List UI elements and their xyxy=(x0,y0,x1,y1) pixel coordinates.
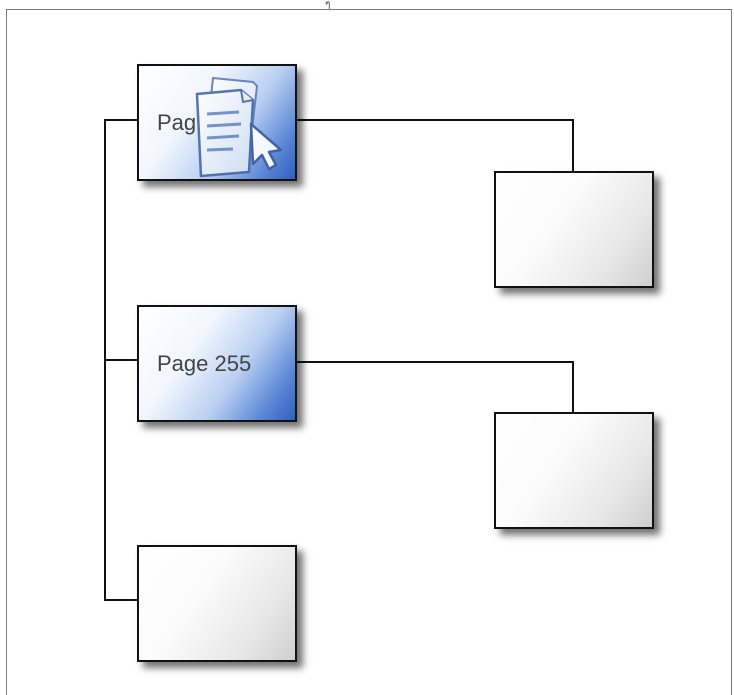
diagram-frame xyxy=(6,9,732,695)
header-glyph: ๆ xyxy=(325,0,331,10)
connector-node-2-child xyxy=(296,361,574,413)
page-node-3[interactable] xyxy=(137,545,297,662)
page-node-2-label: Page 255 xyxy=(157,350,252,376)
connector-node-1-child xyxy=(296,119,574,172)
page-node-1-child[interactable] xyxy=(494,171,654,288)
page-node-2[interactable]: Page 255 xyxy=(137,305,297,422)
page-node-2-child[interactable] xyxy=(494,412,654,529)
document-drag-icon[interactable] xyxy=(183,72,295,184)
page-node-1-label: Pag xyxy=(157,109,197,135)
